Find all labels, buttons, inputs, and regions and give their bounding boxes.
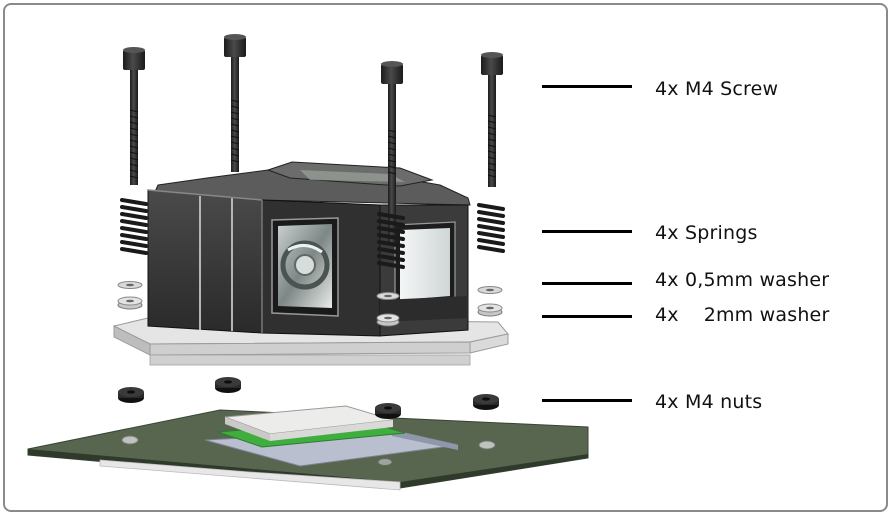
springs xyxy=(120,198,505,269)
label-washer-05mm: 4x 0,5mm washer xyxy=(655,269,830,291)
washers xyxy=(117,281,503,327)
leader-line-screw xyxy=(542,85,632,88)
washer-thin-3 xyxy=(477,286,503,294)
label-nuts: 4x M4 nuts xyxy=(655,391,763,413)
washer-thick-1 xyxy=(117,296,143,310)
screw-3 xyxy=(381,61,403,244)
label-screw: 4x M4 Screw xyxy=(655,78,779,100)
nut-4 xyxy=(473,394,499,410)
washer-thin-1 xyxy=(117,281,143,289)
screw-1 xyxy=(123,47,145,185)
leader-line-nuts xyxy=(542,399,632,402)
washer-thick-2 xyxy=(376,313,400,327)
pcb-board xyxy=(27,405,589,491)
nut-2 xyxy=(215,377,241,393)
nut-3 xyxy=(375,403,401,419)
leader-line-washer-05mm xyxy=(542,282,632,285)
label-springs: 4x Springs xyxy=(655,222,758,244)
spring-1 xyxy=(120,198,148,255)
screw-4 xyxy=(481,52,503,187)
leader-line-washer-2mm xyxy=(542,315,632,318)
screw-2 xyxy=(224,34,246,172)
m4-nuts xyxy=(118,377,499,419)
nut-1 xyxy=(118,387,144,403)
washer-thin-2 xyxy=(376,292,400,300)
washer-thick-3 xyxy=(477,303,503,317)
m4-screws xyxy=(123,34,503,244)
spring-2 xyxy=(377,212,405,269)
spring-3 xyxy=(477,203,505,253)
leader-line-springs xyxy=(542,230,632,233)
label-washer-2mm: 4x 2mm washer xyxy=(655,304,830,326)
lens-housing xyxy=(147,161,471,337)
